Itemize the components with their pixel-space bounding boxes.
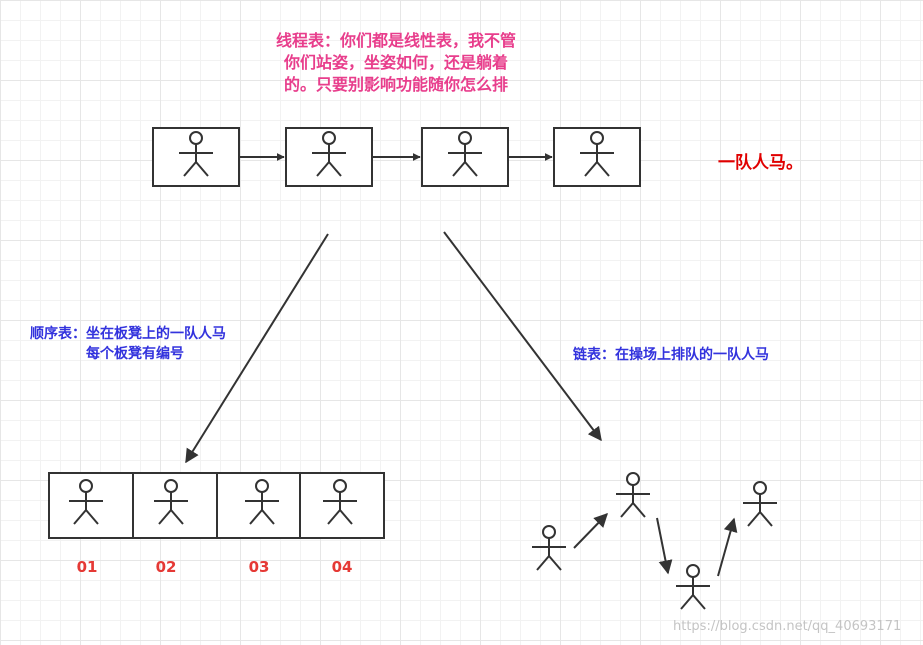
linked-label: 链表：在操场上排队的一队人马 [573,347,769,363]
top-box-3 [421,127,509,187]
bench-row [48,472,385,539]
bench-number-01: 01 [76,558,98,576]
stick-figure-icon [615,472,651,518]
watermark: https://blog.csdn.net/qq_40693171 [673,619,902,634]
sequential-label-line-1: 顺序表：坐在板凳上的一队人马 [30,326,226,342]
arrow-icon [717,517,738,577]
top-box-4 [553,127,641,187]
title-line-1: 线程表：你们都是线性表，我不管 [275,31,516,50]
team-label: 一队人马。 [718,153,803,173]
stick-figure-icon [531,525,567,571]
top-box-1 [152,127,240,187]
stick-figure-icon [675,564,711,610]
bench-number-02: 02 [155,558,177,576]
sequential-label-line-2: 每个板凳有编号 [86,346,184,362]
arrow-icon [185,233,329,464]
arrow-icon [656,517,673,575]
arrow-icon [573,512,608,549]
title-line-2: 你们站姿，坐姿如何，还是躺着 [283,53,508,72]
stick-figure-icon [742,481,778,527]
bench-number-04: 04 [331,558,353,576]
top-box-2 [285,127,373,187]
title-line-3: 的。只要别影响功能随你怎么排 [283,75,508,94]
linked-people [531,472,778,610]
bench-number-03: 03 [248,558,270,576]
arrow-icon [443,231,602,442]
